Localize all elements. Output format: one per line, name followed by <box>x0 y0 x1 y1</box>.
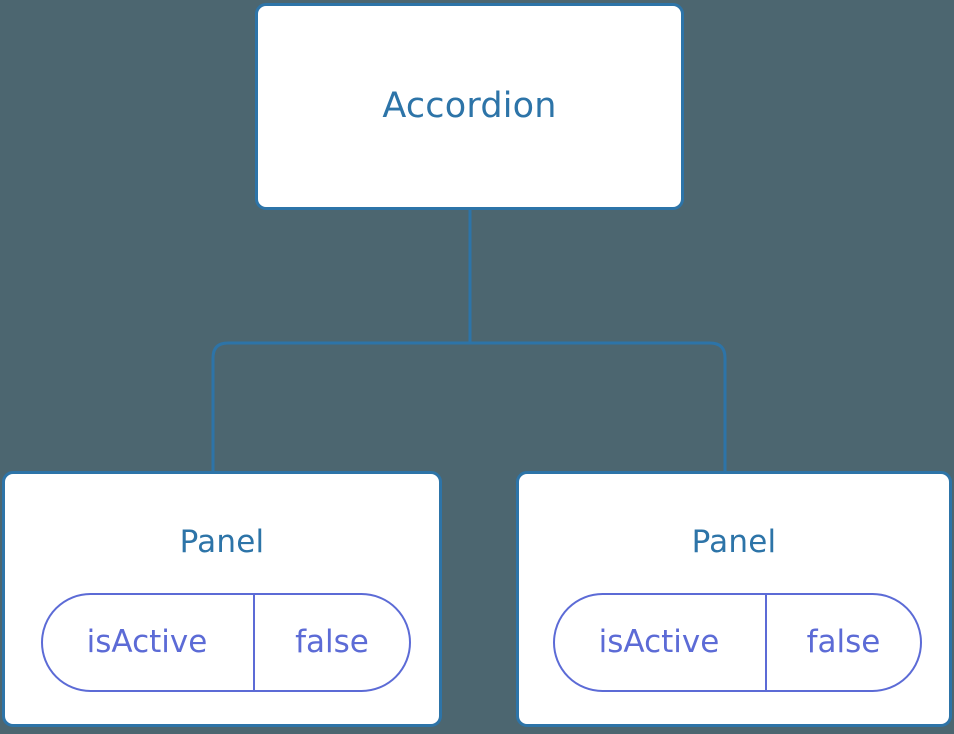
node-accordion[interactable]: Accordion <box>255 3 684 210</box>
node-accordion-label: Accordion <box>382 86 557 126</box>
prop-value: false <box>806 624 881 660</box>
node-panel-left-label: Panel <box>179 524 265 560</box>
prop-value: false <box>295 624 369 660</box>
node-panel-right[interactable]: Panel isActive false <box>516 471 952 727</box>
prop-key: isActive <box>43 595 255 690</box>
node-panel-right-prop-isactive[interactable]: isActive false <box>553 593 922 692</box>
prop-key: isActive <box>555 595 767 690</box>
node-panel-left-prop-isactive[interactable]: isActive false <box>41 593 411 692</box>
node-panel-right-label: Panel <box>691 524 777 560</box>
node-panel-left[interactable]: Panel isActive false <box>2 471 442 727</box>
edge-accordion-to-panels <box>211 208 727 474</box>
